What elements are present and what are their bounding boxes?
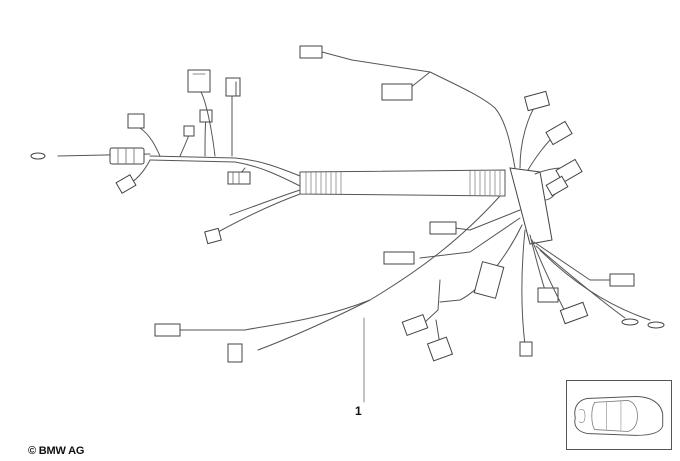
lower-left-branch: [154, 195, 501, 363]
part-number-label: 1: [355, 404, 362, 418]
vehicle-thumbnail-box: [566, 380, 672, 450]
car-silhouette-icon: [574, 396, 664, 436]
main-conduit: [299, 169, 506, 197]
left-branch: [30, 69, 301, 245]
copyright-notice: © BMW AG: [28, 445, 85, 457]
right-junction: [299, 45, 665, 362]
